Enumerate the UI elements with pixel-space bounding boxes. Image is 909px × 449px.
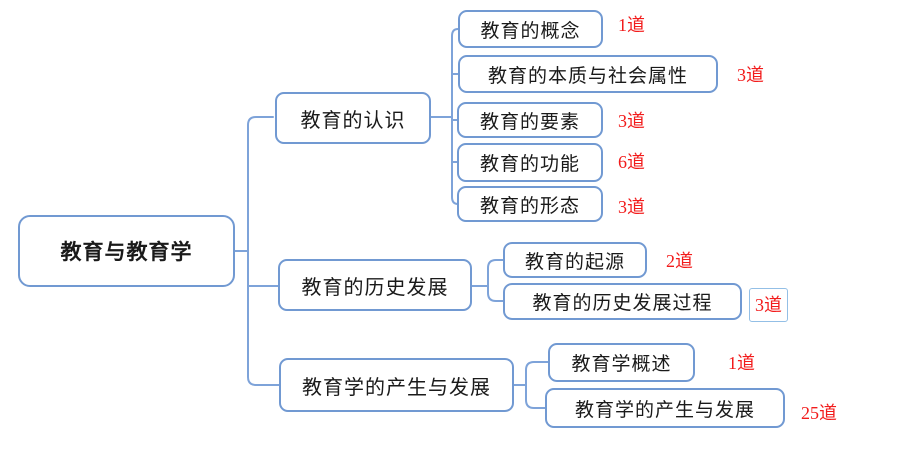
leaf-node-education-essence[interactable]: 教育的本质与社会属性 xyxy=(458,55,718,93)
connector-branch1-trunk xyxy=(451,28,459,205)
leaf-node-pedagogy-development-leaf[interactable]: 教育学的产生与发展 xyxy=(545,388,785,428)
branch-node-education-history[interactable]: 教育的历史发展 xyxy=(278,259,472,311)
connector-main-trunk xyxy=(247,116,280,386)
count-label-education-concept: 1道 xyxy=(618,15,645,35)
count-label-education-elements: 3道 xyxy=(618,111,645,131)
leaf-node-education-forms[interactable]: 教育的形态 xyxy=(457,186,603,222)
connector-branch3-trunk xyxy=(525,361,549,409)
count-label-education-forms: 3道 xyxy=(618,197,645,217)
leaf-node-education-origin[interactable]: 教育的起源 xyxy=(503,242,647,278)
leaf-node-pedagogy-overview[interactable]: 教育学概述 xyxy=(548,343,695,382)
count-label-education-functions: 6道 xyxy=(618,152,645,172)
root-topic-node[interactable]: 教育与教育学 xyxy=(18,215,235,287)
count-label-education-essence: 3道 xyxy=(737,65,764,85)
count-label-education-origin: 2道 xyxy=(666,251,693,271)
leaf-node-education-elements[interactable]: 教育的要素 xyxy=(457,102,603,138)
count-label-pedagogy-overview: 1道 xyxy=(728,353,755,373)
connector-branch2-trunk xyxy=(487,259,504,302)
leaf-node-education-functions[interactable]: 教育的功能 xyxy=(457,143,603,182)
leaf-node-education-concept[interactable]: 教育的概念 xyxy=(458,10,603,48)
leaf-node-education-history-process[interactable]: 教育的历史发展过程 xyxy=(503,283,742,320)
count-label-pedagogy-development: 25道 xyxy=(801,403,837,423)
branch-node-education-cognition[interactable]: 教育的认识 xyxy=(275,92,431,144)
count-badge-education-history-process: 3道 xyxy=(749,288,788,322)
branch-node-pedagogy-development[interactable]: 教育学的产生与发展 xyxy=(279,358,514,412)
